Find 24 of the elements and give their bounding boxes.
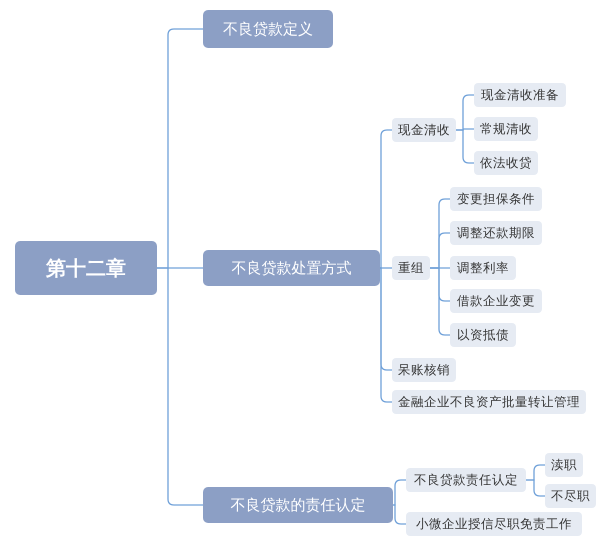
subtopic-box: 调整利率 bbox=[450, 256, 516, 280]
subtopic-box: 金融企业不良资产批量转让管理 bbox=[392, 390, 586, 414]
topic-box: 不良贷款的责任认定 bbox=[203, 487, 393, 523]
topic-box: 不良贷款定义 bbox=[203, 10, 333, 48]
root-topic-box: 第十二章 bbox=[15, 241, 157, 295]
topic-box: 不良贷款处置方式 bbox=[203, 250, 380, 286]
connector-line bbox=[157, 267, 203, 506]
subtopic-box: 现金清收 bbox=[392, 118, 456, 142]
subtopic-box: 重组 bbox=[392, 256, 430, 280]
subtopic-box: 现金清收准备 bbox=[474, 83, 566, 107]
subtopic-box: 呆账核销 bbox=[392, 358, 456, 382]
subtopic-box: 不尽职 bbox=[545, 484, 596, 508]
subtopic-box: 调整还款期限 bbox=[450, 221, 542, 245]
subtopic-box: 借款企业变更 bbox=[450, 289, 542, 313]
connector-line bbox=[526, 479, 545, 497]
connector-line bbox=[380, 129, 392, 269]
subtopic-box: 不良贷款责任认定 bbox=[406, 468, 526, 492]
subtopic-box: 渎职 bbox=[545, 453, 583, 477]
subtopic-box: 常规清收 bbox=[474, 117, 538, 141]
subtopic-box: 依法收贷 bbox=[474, 151, 538, 175]
subtopic-box: 小微企业授信尽职免责工作 bbox=[406, 512, 582, 536]
subtopic-box: 变更担保条件 bbox=[450, 187, 542, 211]
connector-line bbox=[380, 267, 392, 269]
subtopic-box: 以资抵债 bbox=[450, 323, 516, 347]
